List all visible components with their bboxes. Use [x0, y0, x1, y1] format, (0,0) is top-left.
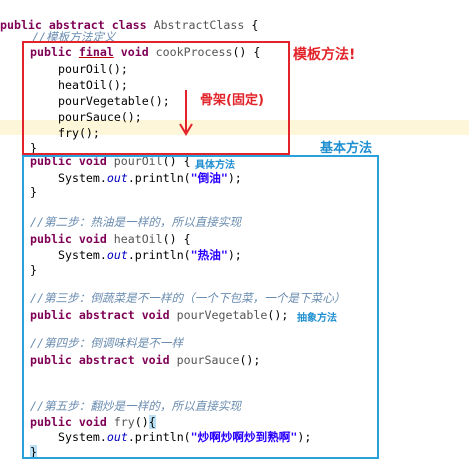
heat-oil-close-brace: }	[30, 263, 37, 277]
basic-methods-box	[22, 155, 379, 459]
skeleton-arrow-icon	[179, 90, 193, 136]
cook-process-declaration: public final void cookProcess() {	[30, 45, 261, 59]
pour-oil-close-brace: }	[30, 185, 37, 199]
cook-close-brace: }	[30, 141, 37, 155]
heat-oil-declaration: public void heatOil() {	[30, 232, 191, 246]
concrete-method-label: 具体方法	[195, 160, 235, 171]
basic-method-label: 基本方法	[320, 141, 373, 156]
abstract-method-label: 抽象方法	[297, 313, 337, 324]
template-method-label: 模板方法!	[293, 47, 356, 63]
call-pour-vegetable: pourVegetable();	[58, 94, 170, 108]
skeleton-label: 骨架(固定)	[200, 93, 264, 108]
call-fry: fry();	[58, 126, 100, 140]
class-declaration: public abstract class AbstractClass {	[0, 18, 259, 32]
comment-step2: //第二步：热油是一样的，所以直接实现	[30, 215, 242, 229]
pour-vegetable-declaration: public abstract void pourVegetable();	[30, 308, 289, 322]
comment-step5: //第五步：翻炒是一样的，所以直接实现	[30, 399, 242, 413]
call-pour-oil: pourOil();	[58, 62, 128, 76]
pour-oil-println: System.out.println("倒油");	[58, 171, 242, 185]
call-pour-sauce: pourSauce();	[58, 110, 142, 124]
pour-sauce-declaration: public abstract void pourSauce();	[30, 353, 261, 367]
template-method-box	[22, 41, 290, 155]
call-heat-oil: heatOil();	[58, 78, 128, 92]
comment-step4: //第四步：倒调味料是不一样	[30, 336, 184, 350]
fry-declaration: public void fry(){	[30, 415, 156, 429]
fry-close-brace: }	[30, 445, 37, 459]
heat-oil-println: System.out.println("热油");	[58, 248, 242, 262]
current-line-highlight	[0, 120, 469, 135]
fry-println: System.out.println("炒啊炒啊炒到熟啊");	[58, 430, 312, 444]
comment-template: //模板方法定义	[32, 30, 116, 44]
comment-step3: //第三步：倒蔬菜是不一样的（一个下包菜，一个是下菜心）	[30, 291, 346, 305]
pour-oil-declaration: public void pourOil() {	[30, 154, 191, 168]
